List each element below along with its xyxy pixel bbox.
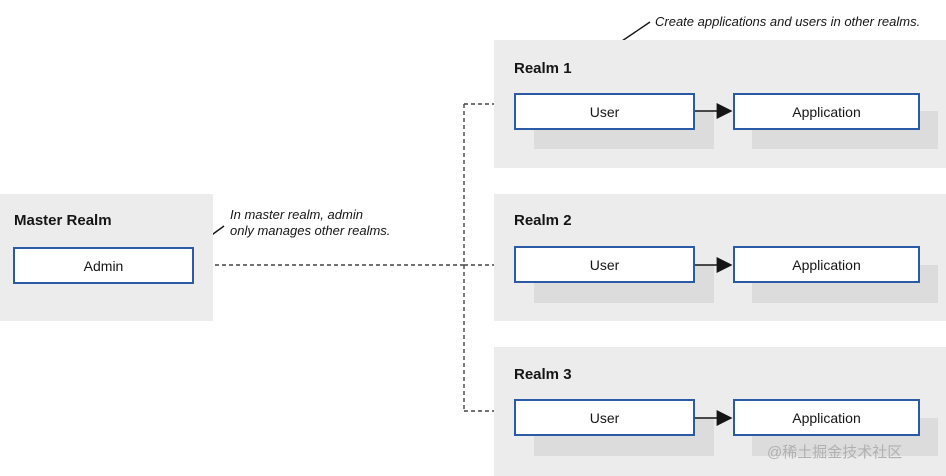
- realm2-title: Realm 2: [514, 212, 572, 229]
- watermark-text: @稀土掘金技术社区: [767, 444, 903, 461]
- realm2-app-box: Application: [733, 246, 920, 283]
- realm1-app-box: Application: [733, 93, 920, 130]
- admin-box: Admin: [13, 247, 194, 284]
- master-realm-title: Master Realm: [14, 212, 112, 229]
- realm3-app-box: Application: [733, 399, 920, 436]
- realm1-title: Realm 1: [514, 60, 572, 77]
- master-annotation-line1: In master realm, admin: [230, 207, 363, 222]
- master-annotation-line2: only manages other realms.: [230, 223, 391, 238]
- realm1-user-box: User: [514, 93, 695, 130]
- realm3-user-box: User: [514, 399, 695, 436]
- realm3-title: Realm 3: [514, 366, 572, 383]
- top-annotation: Create applications and users in other r…: [655, 14, 921, 29]
- master-annotation: In master realm, admin only manages othe…: [230, 207, 390, 239]
- realm2-user-box: User: [514, 246, 695, 283]
